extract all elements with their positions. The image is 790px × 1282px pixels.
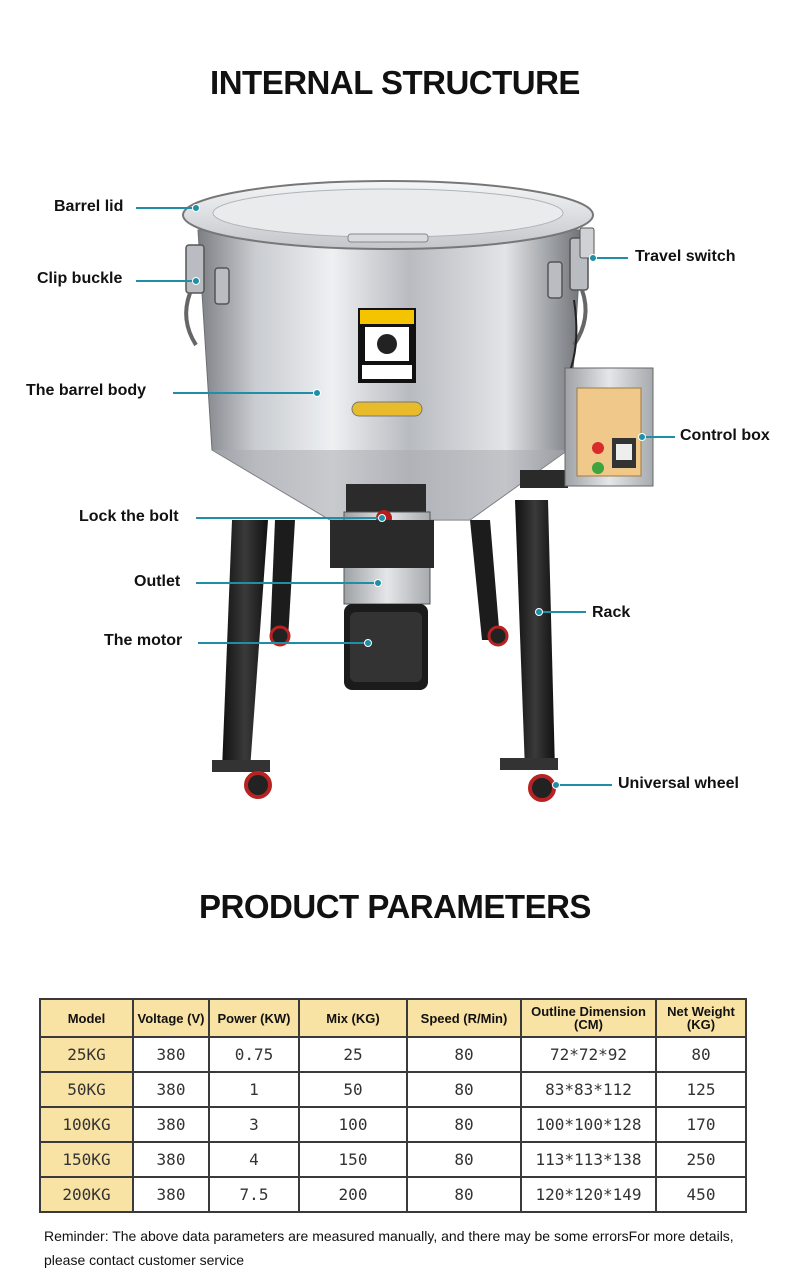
- label-motor: The motor: [104, 632, 183, 649]
- dot-outlet: [374, 579, 382, 587]
- dot-lock-bolt: [378, 514, 386, 522]
- label-universal-wheel: Universal wheel: [618, 775, 739, 792]
- table-row: 150KG 380 4 150 80 113*113*138 250: [39, 1141, 747, 1178]
- parameters-table: Model Voltage (V) Power (KW) Mix (KG) Sp…: [39, 998, 747, 1213]
- col-power: Power (KW): [208, 998, 300, 1038]
- cell-voltage: 380: [132, 1141, 210, 1178]
- table-row: 25KG 380 0.75 25 80 72*72*92 80: [39, 1036, 747, 1073]
- cell-dimension: 72*72*92: [520, 1036, 657, 1073]
- cell-dimension: 100*100*128: [520, 1106, 657, 1143]
- mixer-machine-illustration: [182, 180, 654, 802]
- col-speed: Speed (R/Min): [406, 998, 522, 1038]
- dot-travel-switch: [589, 254, 597, 262]
- travel-switch: [579, 227, 595, 259]
- label-barrel-body: The barrel body: [26, 382, 147, 399]
- col-mix: Mix (KG): [298, 998, 408, 1038]
- leader-outlet: [196, 582, 378, 584]
- cell-dimension: 113*113*138: [520, 1141, 657, 1178]
- table-row: 100KG 380 3 100 80 100*100*128 170: [39, 1106, 747, 1143]
- cell-weight: 450: [655, 1176, 747, 1213]
- cell-weight: 125: [655, 1071, 747, 1108]
- cell-mix: 100: [298, 1106, 408, 1143]
- label-clip-buckle: Clip buckle: [37, 270, 123, 287]
- cell-speed: 80: [406, 1141, 522, 1178]
- universal-wheels: [212, 625, 558, 802]
- cell-mix: 200: [298, 1176, 408, 1213]
- cell-power: 7.5: [208, 1176, 300, 1213]
- col-model: Model: [39, 998, 134, 1038]
- dot-barrel-lid: [192, 204, 200, 212]
- leader-lock-bolt: [196, 517, 382, 519]
- cell-speed: 80: [406, 1176, 522, 1213]
- dot-control-box: [638, 433, 646, 441]
- cell-voltage: 380: [132, 1036, 210, 1073]
- motor: [330, 520, 434, 690]
- cell-speed: 80: [406, 1036, 522, 1073]
- cell-weight: 80: [655, 1036, 747, 1073]
- cell-power: 0.75: [208, 1036, 300, 1073]
- leader-universal-wheel: [558, 784, 612, 786]
- label-control-box: Control box: [680, 427, 770, 444]
- col-voltage: Voltage (V): [132, 998, 210, 1038]
- cell-speed: 80: [406, 1106, 522, 1143]
- col-net-weight: Net Weight (KG): [655, 998, 747, 1038]
- cell-voltage: 380: [132, 1071, 210, 1108]
- cell-weight: 250: [655, 1141, 747, 1178]
- leader-barrel-body: [173, 392, 317, 394]
- cell-model: 25KG: [39, 1036, 134, 1073]
- leader-clip-buckle: [136, 280, 196, 282]
- col-outline-dimension: Outline Dimension (CM): [520, 998, 657, 1038]
- cell-power: 3: [208, 1106, 300, 1143]
- cell-speed: 80: [406, 1071, 522, 1108]
- table-row: 200KG 380 7.5 200 80 120*120*149 450: [39, 1176, 747, 1213]
- leader-control-box: [642, 436, 675, 438]
- label-travel-switch: Travel switch: [635, 248, 736, 265]
- label-rack: Rack: [592, 604, 631, 621]
- cell-power: 4: [208, 1141, 300, 1178]
- cell-mix: 50: [298, 1071, 408, 1108]
- leader-travel-switch: [595, 257, 628, 259]
- dot-rack: [535, 608, 543, 616]
- dot-barrel-body: [313, 389, 321, 397]
- table-header-row: Model Voltage (V) Power (KW) Mix (KG) Sp…: [39, 998, 747, 1038]
- cell-dimension: 120*120*149: [520, 1176, 657, 1213]
- cell-model: 150KG: [39, 1141, 134, 1178]
- cell-model: 50KG: [39, 1071, 134, 1108]
- leader-motor: [198, 642, 368, 644]
- dot-clip-buckle: [192, 277, 200, 285]
- leader-rack: [540, 611, 586, 613]
- cell-mix: 150: [298, 1141, 408, 1178]
- product-parameters-title: PRODUCT PARAMETERS: [199, 888, 591, 925]
- label-outlet: Outlet: [134, 573, 181, 590]
- cell-dimension: 83*83*112: [520, 1071, 657, 1108]
- reminder-note: Reminder: The above data parameters are …: [44, 1228, 734, 1268]
- cell-model: 200KG: [39, 1176, 134, 1213]
- cell-voltage: 380: [132, 1106, 210, 1143]
- label-barrel-lid: Barrel lid: [54, 198, 124, 215]
- warning-label: [358, 308, 416, 383]
- cell-model: 100KG: [39, 1106, 134, 1143]
- label-lock-bolt: Lock the bolt: [79, 508, 179, 525]
- control-box: [520, 367, 654, 488]
- dot-motor: [364, 639, 372, 647]
- leader-barrel-lid: [136, 207, 196, 209]
- cell-mix: 25: [298, 1036, 408, 1073]
- clip-buckles: [184, 237, 589, 347]
- cell-voltage: 380: [132, 1176, 210, 1213]
- cell-weight: 170: [655, 1106, 747, 1143]
- dot-universal-wheel: [552, 781, 560, 789]
- cell-power: 1: [208, 1071, 300, 1108]
- internal-structure-title: INTERNAL STRUCTURE: [210, 64, 580, 101]
- table-row: 50KG 380 1 50 80 83*83*112 125: [39, 1071, 747, 1108]
